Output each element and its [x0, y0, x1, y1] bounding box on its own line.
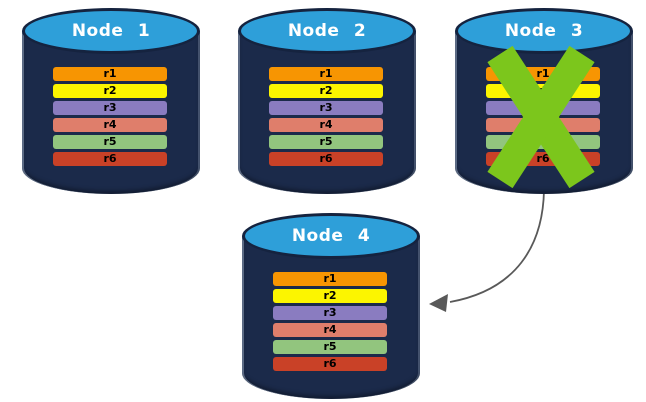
node-4-replica-bar-r6: r6 [273, 357, 387, 371]
node-4-replica-bar-r5: r5 [273, 340, 387, 354]
node-1-replica-bar-r4: r4 [53, 118, 167, 132]
node-2-replica-bar-r4: r4 [269, 118, 383, 132]
node-2-replica-bar-r2: r2 [269, 84, 383, 98]
node-4: Node 4 r1 r2 r3 r4 r5 r6 [242, 213, 420, 399]
node-1-replica-bar-r1: r1 [53, 67, 167, 81]
node-4-replica-bar-r1: r1 [273, 272, 387, 286]
node-1-cylinder-top: Node 1 [22, 8, 200, 54]
node-1-label: Node 1 [71, 21, 151, 41]
node-1-replica-stack: r1 r2 r3 r4 r5 r6 [53, 67, 167, 169]
node-3: Node 3 r1 r2 r3 r4 r5 r6 [455, 8, 633, 194]
node-1-replica-bar-r5: r5 [53, 135, 167, 149]
node-2-replica-stack: r1 r2 r3 r4 r5 r6 [269, 67, 383, 169]
node-2-replica-bar-r1: r1 [269, 67, 383, 81]
node-2-replica-bar-r3: r3 [269, 101, 383, 115]
node-2: Node 2 r1 r2 r3 r4 r5 r6 [238, 8, 416, 194]
node-1-replica-bar-r6: r6 [53, 152, 167, 166]
node-1: Node 1 r1 r2 r3 r4 r5 r6 [22, 8, 200, 194]
x-mark-icon [487, 45, 595, 189]
arrow-head [429, 294, 448, 312]
node-4-label: Node 4 [291, 226, 371, 246]
node-2-replica-bar-r5: r5 [269, 135, 383, 149]
node-3-label: Node 3 [504, 21, 584, 41]
node-1-replica-bar-r3: r3 [53, 101, 167, 115]
node-3-cylinder-top: Node 3 [455, 8, 633, 54]
node-4-replica-bar-r2: r2 [273, 289, 387, 303]
node-4-replica-bar-r3: r3 [273, 306, 387, 320]
node-2-cylinder-top: Node 2 [238, 8, 416, 54]
arrow-curve [449, 189, 545, 303]
node-2-replica-bar-r6: r6 [269, 152, 383, 166]
node-1-replica-bar-r2: r2 [53, 84, 167, 98]
node-4-replica-stack: r1 r2 r3 r4 r5 r6 [273, 272, 387, 374]
node-4-replica-bar-r4: r4 [273, 323, 387, 337]
node-4-cylinder-top: Node 4 [242, 213, 420, 259]
node-2-label: Node 2 [287, 21, 367, 41]
